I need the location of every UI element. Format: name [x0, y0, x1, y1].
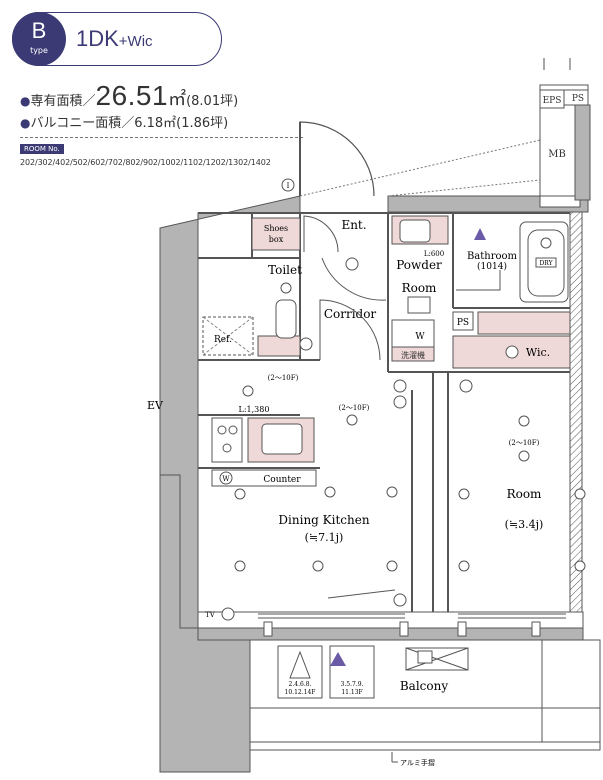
balcony: 2.4.6.8. 10.12.14F 3.5.7.9. 11.13F Balco… — [249, 639, 601, 767]
ref-label: Ref. — [214, 335, 232, 345]
ps-top-label: PS — [572, 94, 584, 104]
room-number-badge: ROOM No. — [20, 144, 64, 154]
divider — [20, 137, 303, 138]
shoes-box-label-2: box — [269, 235, 284, 244]
balcony-label: Balcony — [400, 679, 448, 693]
light-range-3: (2〜10F) — [509, 439, 540, 447]
eps-ps-block: EPS PS MB — [299, 58, 589, 197]
room-size: (≒3.4j) — [505, 518, 544, 531]
fridge: Ref. — [202, 316, 254, 356]
toilet-label: Toilet — [268, 263, 302, 277]
wic-label: Wic. — [526, 346, 550, 359]
plan-main: 1DK — [76, 26, 119, 51]
plan-suffix: +Wic — [118, 33, 153, 50]
entrance-label: Ent. — [341, 218, 366, 232]
eps-label: EPS — [543, 96, 562, 106]
type-word: type — [30, 46, 48, 55]
private-area-label: 専有面積／ — [30, 94, 96, 109]
type-letter: B — [31, 18, 47, 43]
corridor-label: Corridor — [324, 307, 377, 321]
washer-pan-label: 洗濯機 — [401, 350, 425, 360]
unit-b-line-2: 11.13F — [341, 689, 362, 696]
counter-label: Counter — [263, 475, 301, 485]
private-area-unit: ㎡ — [168, 89, 187, 110]
svg-text:I: I — [287, 182, 290, 190]
unit-a-line-1: 2.4.6.8. — [289, 681, 312, 688]
ceiling-lights — [221, 379, 586, 621]
bullet-icon: ● — [20, 94, 31, 108]
private-area-value: 26.51 — [95, 80, 169, 111]
dining-kitchen-size: (≒7.1j) — [305, 531, 344, 544]
light-range-1: (2〜10F) — [268, 374, 299, 382]
bullet-icon: ● — [20, 116, 31, 130]
light-range-2: (2〜10F) — [339, 404, 370, 412]
bathroom-label: Bathroom — [467, 251, 518, 262]
powder-room-label-1: Powder — [396, 258, 442, 272]
kitchen: L:1,380 Counter W — [211, 405, 317, 487]
handrail-label: アルミ手摺 — [400, 758, 435, 767]
ps-mid-label: PS — [457, 318, 469, 328]
ev-label: EV — [147, 399, 164, 412]
powder-room: Powder Room L:600 W 洗濯機 — [391, 215, 449, 362]
mb-label: MB — [548, 149, 566, 160]
walk-in-closet: PS Wic. — [452, 311, 571, 369]
dry-label: DRY — [539, 260, 553, 267]
plan-name: 1DK+Wic — [76, 26, 153, 52]
washer-w-label: W — [415, 332, 425, 342]
balcony-area-text: バルコニー面積／6.18㎡(1.86坪) — [30, 116, 229, 131]
outlet-w-label: W — [222, 475, 230, 483]
bathroom-size: (1014) — [477, 261, 507, 272]
unit-b-line-1: 3.5.7.9. — [341, 681, 364, 688]
l1380-label: L:1,380 — [239, 405, 270, 414]
shoes-box: Shoes box — [251, 217, 301, 251]
dining-kitchen-label: Dining Kitchen — [278, 513, 369, 527]
shoes-box-label-1: Shoes — [264, 224, 288, 233]
exterior-walls — [159, 84, 591, 773]
bathroom: Bathroom (1014) DRY — [456, 221, 569, 303]
balcony-area: ●バルコニー面積／6.18㎡(1.86坪) — [20, 112, 228, 131]
l600-label: L:600 — [424, 250, 444, 258]
room-label: Room — [507, 487, 542, 501]
room-number-list: 202/302/402/502/602/702/802/902/1002/110… — [20, 158, 271, 167]
type-circle: B type — [12, 12, 66, 66]
powder-room-label-2: Room — [402, 281, 437, 295]
unit-a-line-2: 10.12.14F — [285, 689, 316, 696]
private-area: ●専有面積／26.51㎡(8.01坪) — [20, 80, 238, 112]
windows — [258, 589, 566, 637]
private-area-tsubo: (8.01坪) — [186, 94, 239, 109]
toilet-room: Toilet — [257, 263, 313, 357]
outlet-tv-label: TV — [205, 611, 216, 619]
entry-door: I — [281, 121, 375, 197]
